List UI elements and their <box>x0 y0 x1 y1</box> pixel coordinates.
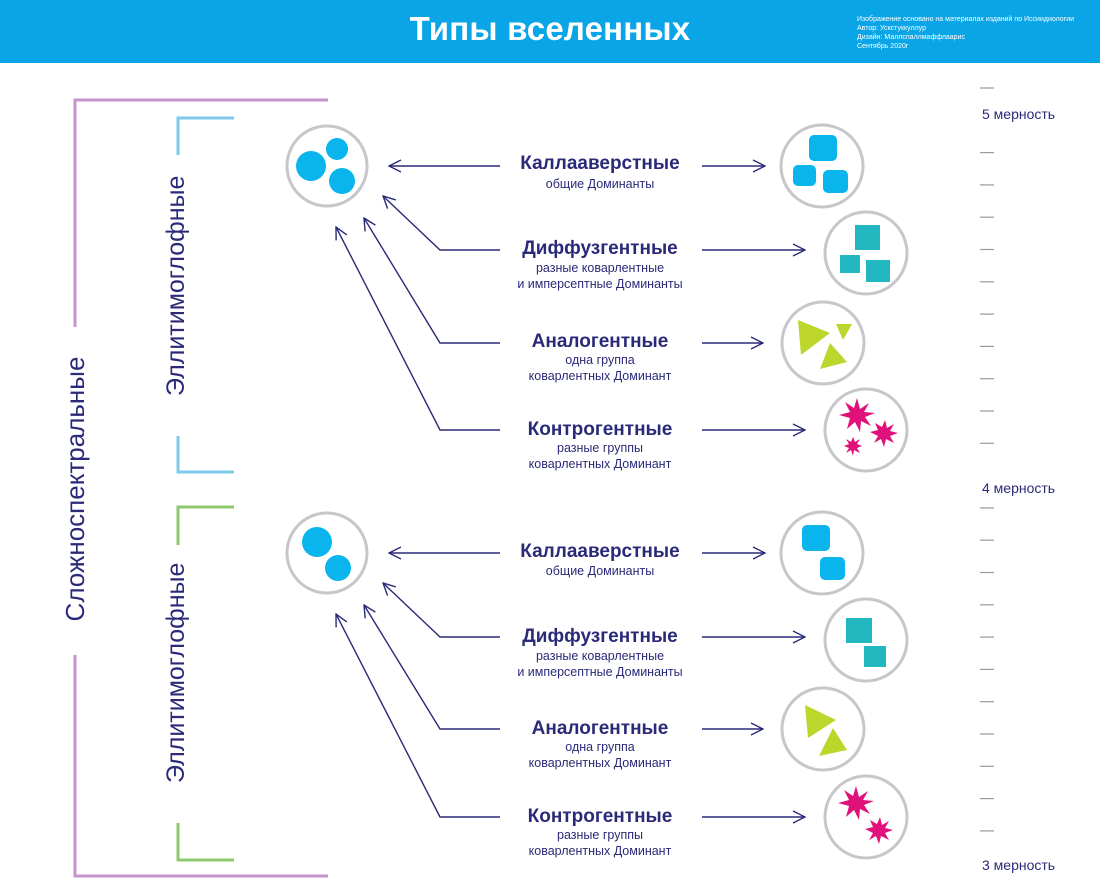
squares-icon <box>823 597 909 683</box>
credit-line: Сентябрь 2020г <box>857 43 909 50</box>
bottom-group-bracket <box>176 505 234 862</box>
outer-category-label: Сложноспектральные <box>60 356 90 622</box>
circles-icon <box>779 510 865 596</box>
group-label-top: Эллитимоглофные <box>162 175 190 396</box>
type-description: одна группа коварлентных Доминант <box>475 352 725 384</box>
top-group-bracket <box>176 116 234 474</box>
type-description-line: коварлентных Доминант <box>528 756 672 770</box>
triangles-icon <box>780 300 866 386</box>
stars-icon <box>823 387 909 473</box>
header-bar <box>0 0 1100 63</box>
arrows-top-group <box>336 166 805 430</box>
page-title: Типы вселенных <box>409 10 691 47</box>
type-name: Каллааверстные <box>520 153 680 174</box>
dimension-label: 3 мерность <box>982 857 1056 873</box>
type-name: Контрогентные <box>527 419 673 440</box>
type-name: Каллааверстные <box>520 541 680 562</box>
type-description-line: одна группа <box>565 740 635 754</box>
type-description: общие Доминанты <box>475 176 725 192</box>
type-description: разные коварлентные и имперсептные Домин… <box>475 648 725 680</box>
credits: Изображение основано на материалах издан… <box>857 15 1074 51</box>
type-description-line: общие Доминанты <box>545 564 655 578</box>
arrows-bottom-group <box>336 553 805 817</box>
type-description-line: разные коварлентные <box>535 261 665 275</box>
dimension-label: 5 мерность <box>982 106 1056 122</box>
triangles-icon <box>780 686 866 772</box>
circles-icon <box>779 123 865 209</box>
dimension-label: 4 мерность <box>982 480 1056 496</box>
type-description-line: разные коварлентные <box>535 649 665 663</box>
type-description-line: разные группы <box>557 828 643 842</box>
type-description-line: одна группа <box>565 353 635 367</box>
type-description-line: коварлентных Доминант <box>528 844 672 858</box>
type-description: разные группы коварлентных Доминант <box>475 827 725 859</box>
source-universe-circle <box>285 124 369 208</box>
squares-icon <box>823 210 909 296</box>
type-name: Диффузгентные <box>522 626 678 647</box>
stars-icon <box>823 774 909 860</box>
type-description: одна группа коварлентных Доминант <box>475 739 725 771</box>
dimension-scale <box>980 87 994 832</box>
group-label-bottom: Эллитимоглофные <box>162 562 190 783</box>
type-description: разные коварлентные и имперсептные Домин… <box>475 260 725 292</box>
type-description-line: и имперсептные Доминанты <box>517 277 683 291</box>
type-description: общие Доминанты <box>475 563 725 579</box>
type-description-line: коварлентных Доминант <box>528 457 672 471</box>
type-description-line: коварлентных Доминант <box>528 369 672 383</box>
type-name: Аналогентные <box>531 331 669 352</box>
type-description: разные группы коварлентных Доминант <box>475 440 725 472</box>
credit-line: Автор: Ускстуккуллур <box>857 25 926 32</box>
type-description-line: общие Доминанты <box>545 177 655 191</box>
type-description-line: и имперсептные Доминанты <box>517 665 683 679</box>
source-universe-circle <box>285 511 369 595</box>
credit-line: Дизайн: Маллспаллмаффлаарис <box>857 34 965 41</box>
type-name: Аналогентные <box>531 718 669 739</box>
credit-line: Изображение основано на материалах издан… <box>857 16 1075 23</box>
type-name: Диффузгентные <box>522 238 678 259</box>
type-description-line: разные группы <box>557 441 643 455</box>
type-name: Контрогентные <box>527 806 673 827</box>
outer-bracket <box>73 98 328 878</box>
